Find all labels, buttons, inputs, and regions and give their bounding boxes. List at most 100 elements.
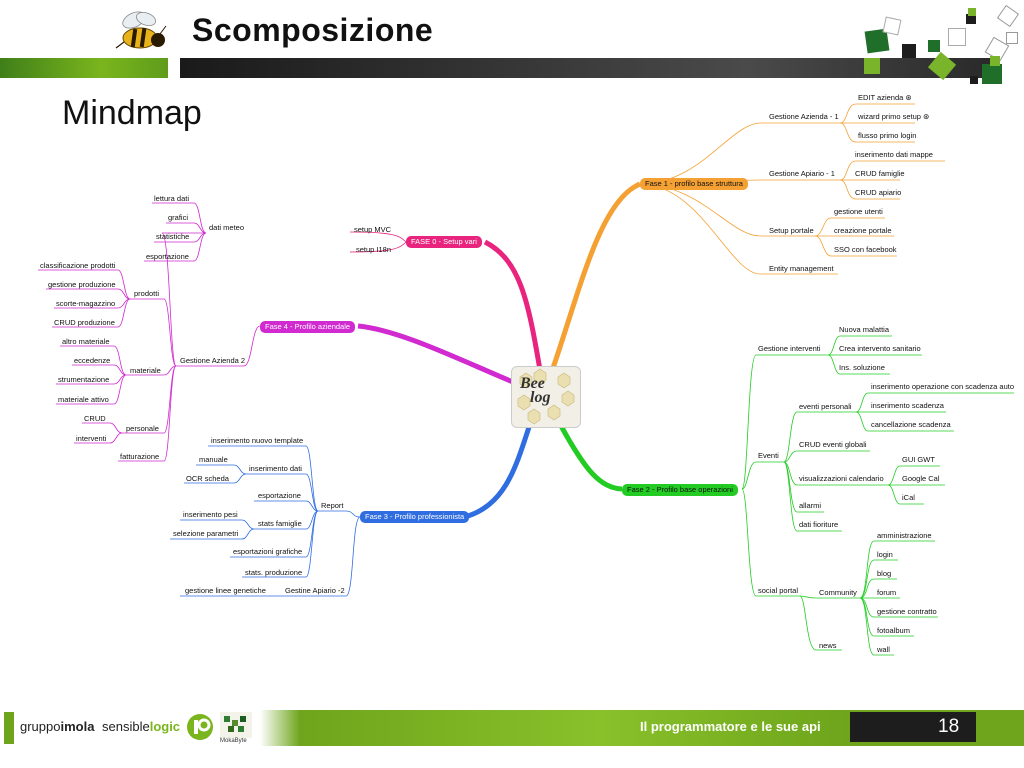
node-prodotti[interactable]: prodotti [134,289,160,298]
gruppoimola-logo: gruppoimola [20,719,94,734]
link-icon: ⊛ [905,93,912,102]
node-crud-personale[interactable]: CRUD [84,414,106,423]
node-login[interactable]: login [877,550,893,559]
node-cancellazione-scadenza[interactable]: cancellazione scadenza [871,420,951,429]
node-social-portal[interactable]: social portal [758,586,799,595]
node-inserimento-dati[interactable]: inserimento dati [249,464,302,473]
sensible-bold: logic [149,719,181,734]
decorative-squares [840,0,1024,92]
node-crud-apiario[interactable]: CRUD apiario [855,188,902,197]
node-gestione-azienda-2[interactable]: Gestione Azienda 2 [180,356,246,365]
node-inserimento-dati-mappe[interactable]: inserimento dati mappe [855,150,933,159]
node-amministrazione[interactable]: amministrazione [877,531,932,540]
header-green-bar [0,58,168,78]
node-gestione-linee-genetiche[interactable]: gestione linee genetiche [185,586,266,595]
footer-accent-right [986,712,1024,744]
hub-fase4[interactable]: Fase 4 - Profilo aziendale [260,321,356,333]
node-crud-eventi-globali[interactable]: CRUD eventi globali [799,440,867,449]
node-inserimento-pesi[interactable]: inserimento pesi [183,510,238,519]
slide-subtitle: Mindmap [62,94,202,132]
node-gestione-apiario-1[interactable]: Gestione Apiario - 1 [769,169,835,178]
node-setup-i18n[interactable]: setup I18n [356,245,392,254]
node-fatturazione[interactable]: fatturazione [120,452,160,461]
node-eccedenze[interactable]: eccedenze [74,356,111,365]
node-ical[interactable]: iCal [902,493,915,502]
node-blog[interactable]: blog [877,569,892,578]
node-materiale[interactable]: materiale [130,366,161,375]
node-report[interactable]: Report [321,501,344,510]
node-ins-soluzione[interactable]: Ins. soluzione [839,363,885,372]
node-grafici[interactable]: grafici [168,213,189,222]
node-stats-famiglie[interactable]: stats famiglie [258,519,302,528]
node-forum[interactable]: forum [877,588,897,597]
footer-text: Il programmatore e le sue api [640,719,821,734]
node-inserimento-operazione[interactable]: inserimento operazione con scadenza auto [871,382,1015,391]
node-materiale-attivo[interactable]: materiale attivo [58,395,109,404]
sensible-prefix: sensible [102,719,150,734]
link-icon: ⊛ [923,112,930,121]
node-eventi-personali[interactable]: eventi personali [799,402,852,411]
node-allarmi[interactable]: allarmi [799,501,822,510]
node-flusso-primo-login[interactable]: flusso primo login [858,131,917,140]
node-fotoalbum[interactable]: fotoalbum [877,626,910,635]
node-dati-meteo[interactable]: dati meteo [209,223,245,232]
node-entity-management[interactable]: Entity management [769,264,834,273]
gruppo-bold: imola [60,719,95,734]
hub-fase0[interactable]: FASE 0 - Setup vari [406,236,482,248]
node-gui-gwt[interactable]: GUI GWT [902,455,935,464]
node-lettura-dati[interactable]: lettura dati [154,194,190,203]
node-wizard-label: wizard primo setup [858,112,921,121]
node-esportazione-report[interactable]: esportazione [258,491,301,500]
node-strumentazione[interactable]: strumentazione [58,375,110,384]
honeycomb-icon [517,368,575,425]
node-edit-azienda[interactable]: EDIT azienda ⊛ [858,94,912,102]
node-inserimento-scadenza[interactable]: inserimento scadenza [871,401,944,410]
node-altro-materiale[interactable]: altro materiale [62,337,110,346]
node-google-cal[interactable]: Google Cal [902,474,940,483]
beelog-logo [511,366,581,428]
node-eventi[interactable]: Eventi [758,451,779,460]
hub-fase1[interactable]: Fase 1 - profilo base struttura [640,178,748,190]
node-scorte-magazzino[interactable]: scorte-magazzino [56,299,116,308]
node-gestione-produzione[interactable]: gestione produzione [48,280,116,289]
node-community[interactable]: Community [819,588,857,597]
gruppo-prefix: gruppo [20,719,61,734]
node-crud-produzione[interactable]: CRUD produzione [54,318,115,327]
node-visualizzazioni-calendario[interactable]: visualizzazioni calendario [799,474,884,483]
node-nuova-malattia[interactable]: Nuova malattia [839,325,890,334]
node-esportazione-meteo[interactable]: esportazione [146,252,189,261]
node-sso-facebook[interactable]: SSO con facebook [834,245,897,254]
node-crud-famiglie[interactable]: CRUD famiglie [855,169,905,178]
node-gestione-contratto[interactable]: gestione contratto [877,607,937,616]
node-creazione-portale[interactable]: creazione portale [834,226,892,235]
node-wall[interactable]: wall [877,645,890,654]
node-classificazione-prodotti[interactable]: classificazione prodotti [40,261,116,270]
node-statistiche[interactable]: statistiche [156,232,190,241]
node-interventi[interactable]: interventi [76,434,107,443]
node-crea-intervento[interactable]: Crea intervento sanitario [839,344,921,353]
node-ocr-scheda[interactable]: OCR scheda [186,474,229,483]
node-manuale[interactable]: manuale [199,455,228,464]
node-setup-mvc[interactable]: setup MVC [354,225,392,234]
node-wizard-primo-setup[interactable]: wizard primo setup ⊛ [858,113,929,121]
mokabyte-icon [220,712,252,738]
node-edit-azienda-label: EDIT azienda [858,93,904,102]
sensiblelogic-logo: sensiblelogic [102,719,180,734]
beelog-line2: log [530,388,551,406]
node-news[interactable]: news [819,641,837,650]
node-gestione-interventi[interactable]: Gestione interventi [758,344,821,353]
node-esportazioni-grafiche[interactable]: esportazioni grafiche [233,547,303,556]
node-dati-fioriture[interactable]: dati fioriture [799,520,839,529]
node-setup-portale[interactable]: Setup portale [769,226,814,235]
node-inserimento-nuovo-template[interactable]: inserimento nuovo template [211,436,304,445]
node-stats-produzione[interactable]: stats. produzione [245,568,303,577]
node-selezione-parametri[interactable]: selezione parametri [173,529,239,538]
node-personale[interactable]: personale [126,424,159,433]
hub-fase2[interactable]: Fase 2 - Profilo base operazioni [622,484,738,496]
node-gestine-apiario-2[interactable]: Gestine Apiario -2 [285,586,345,595]
hub-fase3[interactable]: Fase 3 - Profilo professionista [360,511,470,523]
node-gestione-utenti[interactable]: gestione utenti [834,207,883,216]
slide-title: Scomposizione [192,12,434,48]
node-gestione-azienda-1[interactable]: Gestione Azienda - 1 [769,112,839,121]
